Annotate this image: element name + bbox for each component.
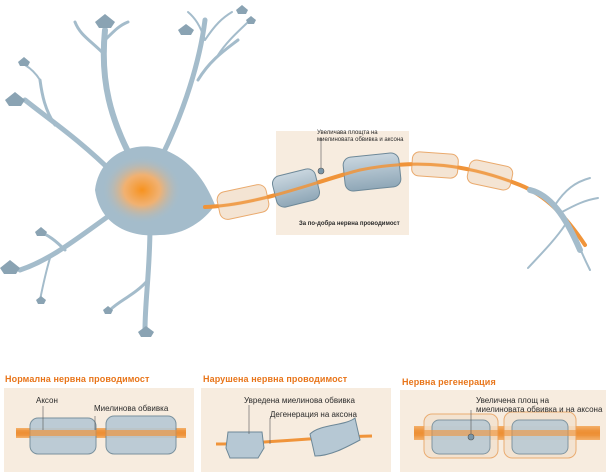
panel-2-illustration [215,405,373,459]
callout-line-2: миелиновата обвивка и аксона [317,137,404,143]
axon-overlay [203,162,522,209]
panel-2-label-damaged-myelin: Увредена миелинова обвивка [244,396,355,405]
panel-3-illustration [414,410,600,459]
dendrite-terminals [0,5,256,337]
panel-1-illustration [16,406,186,455]
marker-dot [317,167,325,175]
panel-2-label-axon-degeneration: Дегенерация на аксона [270,410,357,419]
panel-2-title: Нарушена нервна проводимост [203,374,348,384]
panel-3-label-line-2: миелиновата обвивка и на аксона [476,405,603,414]
callout-line-1: Увеличава площта на [317,130,378,136]
panel-1-label-myelin: Миелинова обвивка [94,404,169,413]
axon-terminals [527,177,599,271]
panel-1-label-axon: Аксон [36,396,58,405]
panel-1-title: Нормална нервна проводимост [5,374,150,384]
panel-3-title: Нервна регенерация [402,377,496,387]
panel-3-label-line-1: Увеличена площ на [476,396,550,405]
callout-caption: За по-добра нервна проводимост [299,221,400,227]
nucleus [102,156,182,224]
